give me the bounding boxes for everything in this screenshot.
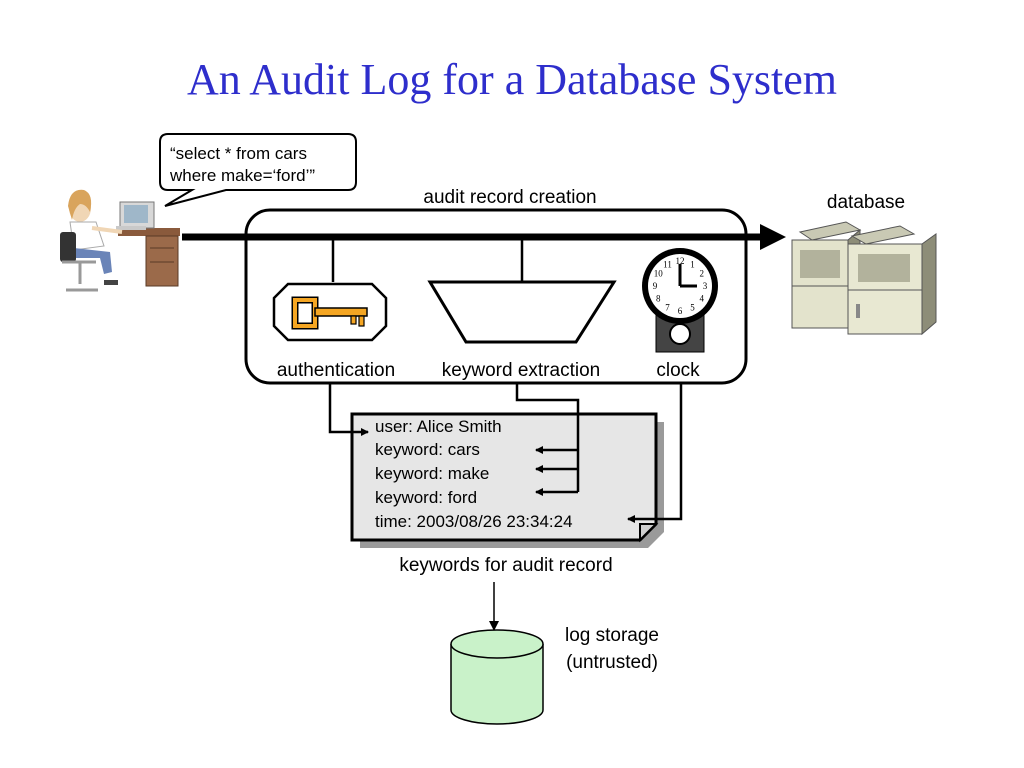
user-at-computer-icon bbox=[60, 189, 180, 292]
clock-numeral: 6 bbox=[678, 306, 683, 316]
keyword-branch-line bbox=[515, 383, 580, 492]
clock-numeral: 11 bbox=[663, 259, 672, 269]
audit-record-creation-box bbox=[244, 208, 748, 385]
record-user: user: Alice Smith bbox=[375, 417, 502, 436]
clock-numeral: 9 bbox=[653, 281, 658, 291]
key-icon bbox=[272, 282, 388, 342]
clock-numeral: 5 bbox=[690, 303, 695, 313]
clock-numeral: 1 bbox=[690, 259, 695, 269]
log-storage-label: log storage bbox=[565, 625, 659, 646]
clock-numeral: 12 bbox=[676, 256, 685, 266]
clock-numeral: 7 bbox=[665, 303, 670, 313]
database-label: database bbox=[827, 192, 905, 213]
clock-numeral: 8 bbox=[656, 294, 661, 304]
clock-to-record-arrow bbox=[627, 383, 683, 523]
query-line-2: where make=‘ford’” bbox=[169, 166, 315, 185]
record-keyword: keyword: cars bbox=[375, 440, 480, 459]
query-line-1: “select * from cars bbox=[170, 144, 307, 163]
keywords-for-audit-record-label: keywords for audit record bbox=[399, 555, 612, 576]
query-flow-arrow bbox=[182, 224, 786, 250]
authentication-label: authentication bbox=[277, 360, 395, 381]
auth-to-record-arrow bbox=[328, 383, 369, 436]
slide-title: An Audit Log for a Database System bbox=[186, 55, 838, 104]
clock-numeral: 2 bbox=[699, 269, 704, 279]
record-time: time: 2003/08/26 23:34:24 bbox=[375, 512, 573, 531]
clock-numeral: 10 bbox=[654, 269, 664, 279]
record-keyword: keyword: ford bbox=[375, 488, 477, 507]
database-server-icon bbox=[791, 221, 937, 336]
query-speech-bubble: “select * from cars where make=‘ford’” bbox=[159, 133, 357, 207]
audit-record-creation-label: audit record creation bbox=[423, 187, 596, 208]
keyword-extraction-filter bbox=[427, 280, 617, 344]
log-storage-cylinder-icon bbox=[450, 629, 544, 725]
log-storage-untrusted-label: (untrusted) bbox=[566, 652, 658, 673]
audit-record-document: user: Alice Smith keyword: cars keyword:… bbox=[350, 412, 664, 548]
clock-numeral: 4 bbox=[699, 294, 704, 304]
clock-label: clock bbox=[656, 360, 700, 381]
keyword-extraction-label: keyword extraction bbox=[442, 360, 600, 381]
record-keyword: keyword: make bbox=[375, 464, 489, 483]
clock-numeral: 3 bbox=[703, 281, 708, 291]
